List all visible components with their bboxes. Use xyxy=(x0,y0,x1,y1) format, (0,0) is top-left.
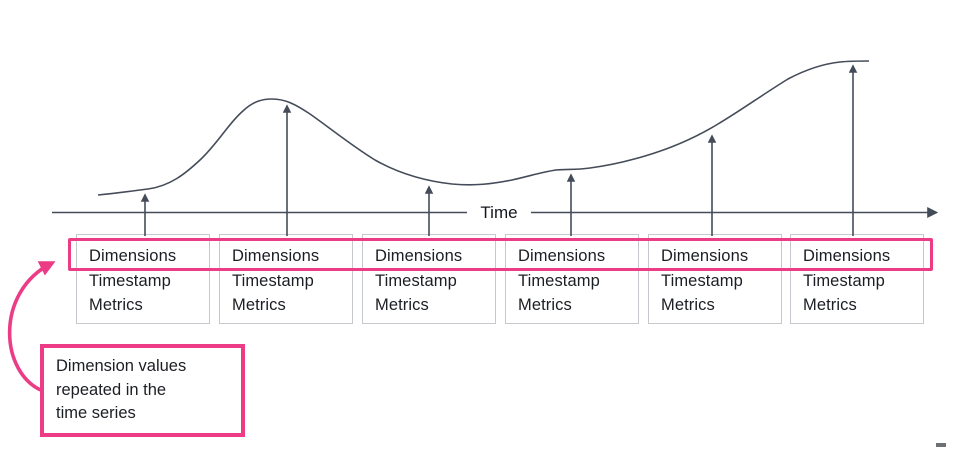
record-dimensions: Dimensions xyxy=(803,247,891,265)
time-series-curve xyxy=(97,60,870,196)
record-timestamp: Timestamp xyxy=(232,271,314,290)
record-dimensions: Dimensions xyxy=(375,247,463,265)
record-timestamp: Timestamp xyxy=(518,271,600,290)
record-timestamp: Timestamp xyxy=(89,271,171,290)
record-dimensions: Dimensions xyxy=(518,247,606,265)
dimensions-highlight xyxy=(68,238,933,271)
record-metrics: Metrics xyxy=(232,296,286,314)
record-metrics: Metrics xyxy=(661,296,715,314)
cropped-edge-artifact xyxy=(936,443,946,447)
record-dimensions: Dimensions xyxy=(89,247,177,265)
record-box: Dimensions Timestamp Metrics xyxy=(505,234,639,324)
record-metrics: Metrics xyxy=(89,296,143,314)
callout-text-line: time series xyxy=(56,404,136,422)
record-box: Dimensions Timestamp Metrics xyxy=(790,234,924,324)
record-box: Dimensions Timestamp Metrics xyxy=(219,234,353,324)
record-box: Dimensions Timestamp Metrics xyxy=(76,234,210,324)
callout-text-line: repeated in the xyxy=(56,380,167,399)
record-dimensions: Dimensions xyxy=(661,247,749,265)
record-metrics: Metrics xyxy=(375,296,429,314)
record-metrics: Metrics xyxy=(518,296,572,314)
callout-text-line: Dimension values xyxy=(56,357,187,375)
record-dimensions: Dimensions xyxy=(232,247,320,265)
record-timestamp: Timestamp xyxy=(375,271,457,290)
record-timestamp: Timestamp xyxy=(661,271,743,290)
record-metrics: Metrics xyxy=(803,296,857,314)
record-timestamp: Timestamp xyxy=(803,271,885,290)
callout-box: Dimension values repeated in the time se… xyxy=(40,344,245,437)
record-box: Dimensions Timestamp Metrics xyxy=(648,234,782,324)
callout-arrow xyxy=(7,261,56,393)
time-axis-label: Time xyxy=(467,201,531,224)
